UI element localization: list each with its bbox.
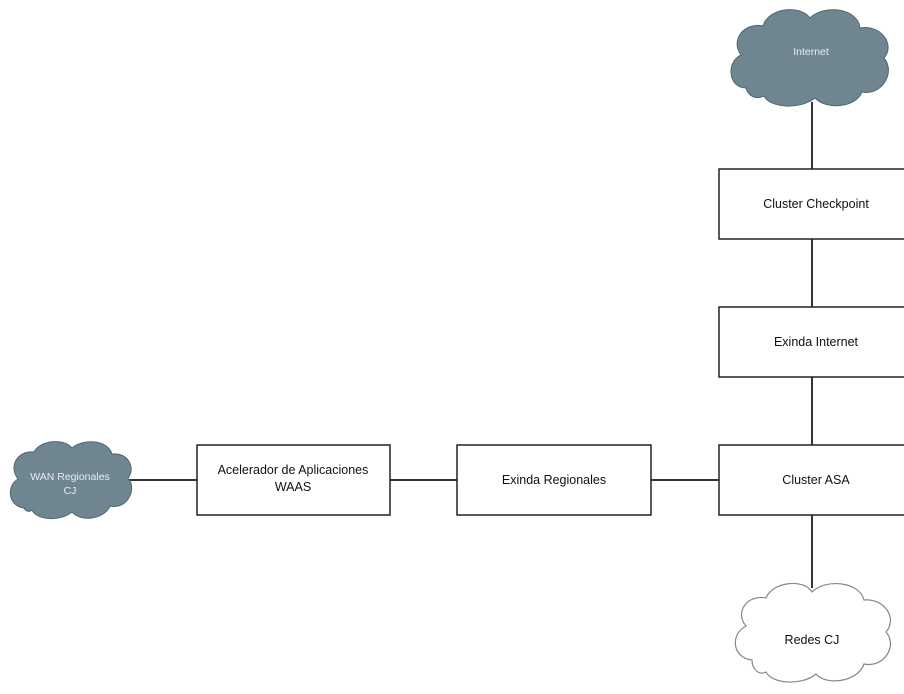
cloud-wan-regionales: WAN Regionales CJ xyxy=(9,441,133,519)
cloud-wan-regionales-label-line1: WAN Regionales xyxy=(30,471,110,483)
box-acelerador-label-line2: WAAS xyxy=(275,480,311,494)
cloud-redes-cj: Redes CJ xyxy=(734,582,892,683)
box-cluster-checkpoint-label: Cluster Checkpoint xyxy=(763,197,869,211)
box-acelerador-label-line1: Acelerador de Aplicaciones xyxy=(218,463,369,477)
cloud-wan-regionales-label-line2: CJ xyxy=(64,485,77,497)
cloud-redes-cj-shape xyxy=(734,582,892,683)
box-cluster-checkpoint: Cluster Checkpoint xyxy=(718,168,904,240)
box-acelerador-aplicaciones: Acelerador de Aplicaciones WAAS xyxy=(196,444,391,516)
cloud-internet-label: Internet xyxy=(793,46,829,58)
box-acelerador-aplicaciones-rect xyxy=(196,444,391,516)
cloud-internet-shape xyxy=(730,9,889,107)
box-cluster-asa-label: Cluster ASA xyxy=(782,473,850,487)
box-exinda-internet: Exinda Internet xyxy=(718,306,904,378)
connectors xyxy=(128,102,813,588)
cloud-internet: Internet xyxy=(730,9,889,107)
box-exinda-internet-rect xyxy=(718,306,904,378)
box-cluster-asa-rect xyxy=(718,444,904,516)
box-exinda-regionales-label: Exinda Regionales xyxy=(502,473,606,487)
cloud-wan-regionales-shape xyxy=(9,441,133,519)
box-cluster-asa: Cluster ASA xyxy=(718,444,904,516)
box-exinda-regionales: Exinda Regionales xyxy=(456,444,652,516)
cloud-redes-cj-label: Redes CJ xyxy=(785,633,840,647)
box-exinda-regionales-rect xyxy=(456,444,652,516)
box-cluster-checkpoint-rect xyxy=(718,168,904,240)
box-exinda-internet-label: Exinda Internet xyxy=(774,335,859,349)
